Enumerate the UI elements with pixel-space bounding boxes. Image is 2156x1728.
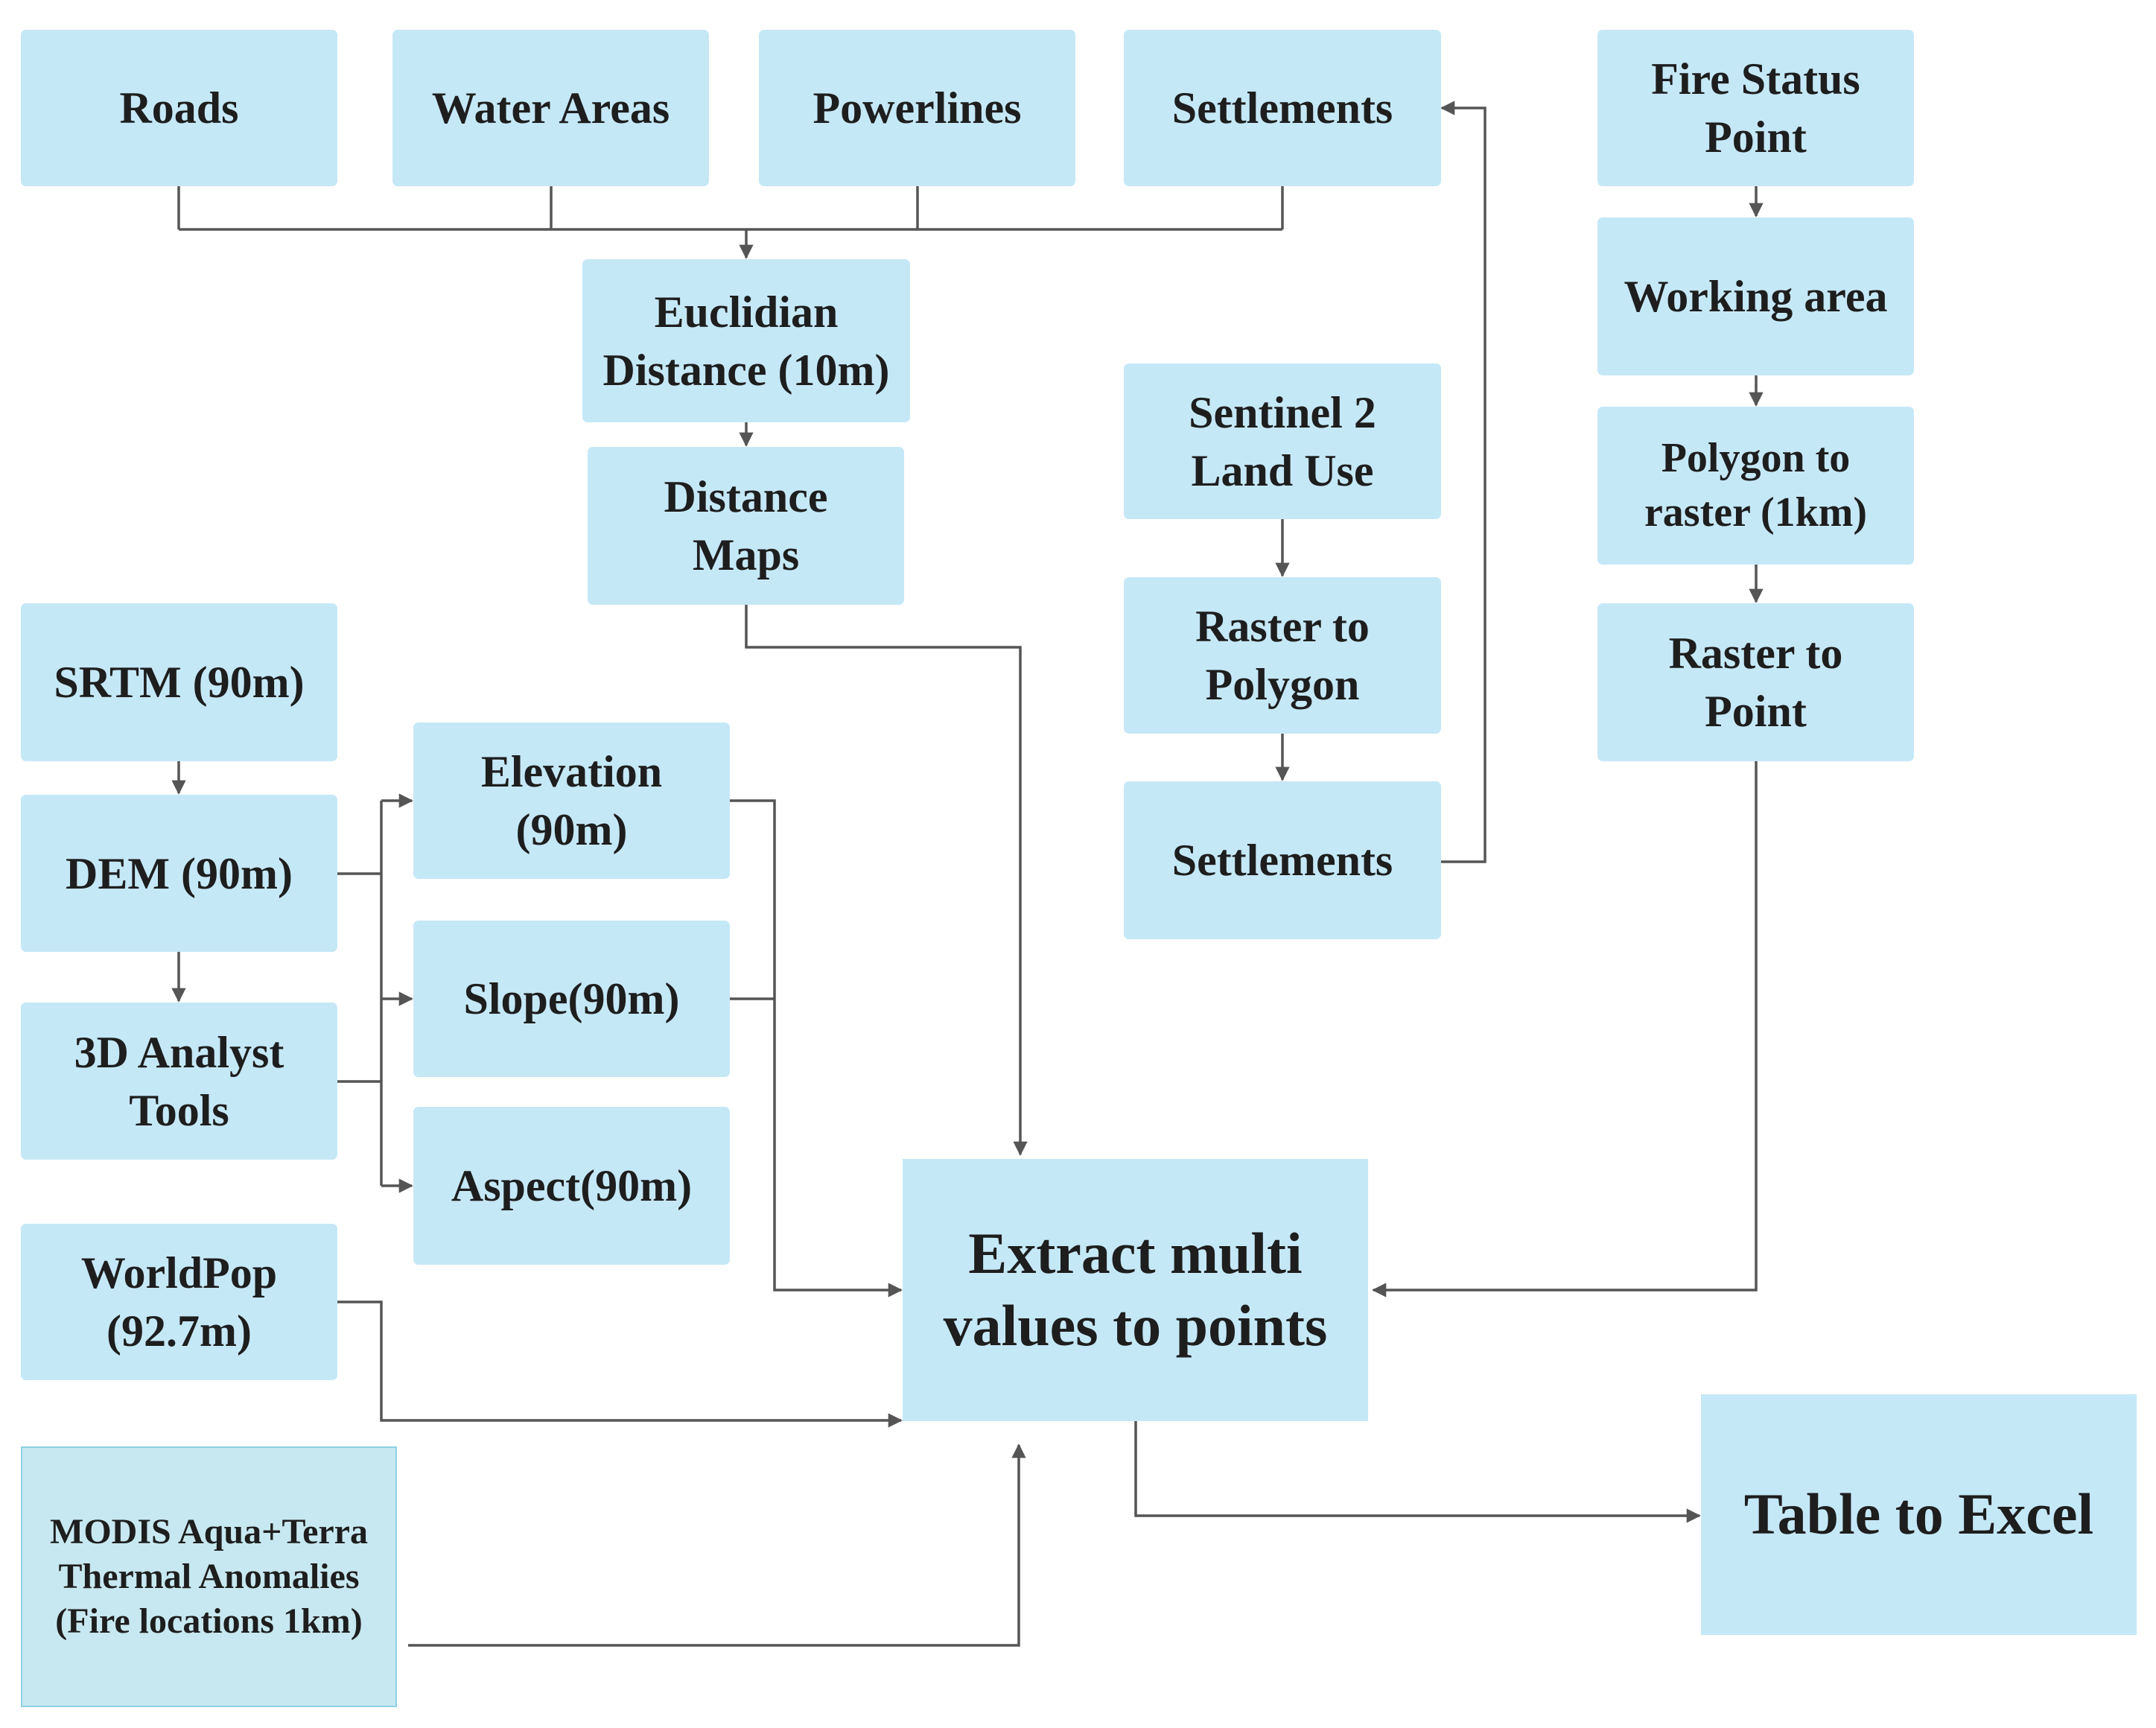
node-sentinel-land-use: Sentinel 2 Land Use <box>1124 363 1441 519</box>
node-modis-line: (Fire locations 1km) <box>55 1601 363 1641</box>
node-distance-maps-line: Maps <box>692 530 800 579</box>
node-3d-analyst-tools-line: Tools <box>129 1085 229 1135</box>
connector-modis-to-extract <box>408 1443 1026 1647</box>
node-settlements-mid: Settlements <box>1124 781 1441 939</box>
node-srtm: SRTM (90m) <box>21 603 337 761</box>
node-slope: Slope(90m) <box>413 921 730 1077</box>
node-fire-status-point-line: Fire Status <box>1651 54 1860 104</box>
node-euclidian-distance-line: Euclidian <box>654 287 839 337</box>
node-raster-to-polygon-line: Polygon <box>1205 660 1360 709</box>
node-sentinel-land-use-line: Land Use <box>1191 445 1374 495</box>
node-roads: Roads <box>21 30 337 186</box>
node-working-area: Working area <box>1597 217 1914 375</box>
node-elevation: Elevation (90m) <box>413 722 730 879</box>
node-settlements-top: Settlements <box>1124 30 1441 186</box>
node-raster-to-polygon: Raster to Polygon <box>1124 577 1441 734</box>
node-raster-to-point-line: Point <box>1705 687 1807 736</box>
node-3d-analyst-tools-line: 3D Analyst <box>74 1027 284 1077</box>
node-polygon-to-raster: Polygon to raster (1km) <box>1597 407 1914 565</box>
connector-settlements-loop <box>1440 101 1486 863</box>
node-water-areas: Water Areas <box>392 30 709 186</box>
node-dem: DEM (90m) <box>21 795 337 952</box>
connector-worldpop-to-extract <box>337 1300 903 1428</box>
node-fire-status-point-line: Point <box>1705 112 1807 162</box>
node-extract-multi-values: Extract multi values to points <box>903 1159 1368 1421</box>
node-raster-to-point-line: Raster to <box>1668 629 1843 678</box>
node-table-to-excel: Table to Excel <box>1701 1394 2137 1635</box>
node-aspect: Aspect(90m) <box>413 1107 730 1265</box>
node-polygon-to-raster-line: Polygon to <box>1661 435 1851 482</box>
node-sentinel-land-use-line: Sentinel 2 <box>1189 387 1376 437</box>
node-distance-maps-line: Distance <box>664 472 828 521</box>
node-worldpop-line: WorldPop <box>80 1248 278 1297</box>
node-powerlines: Powerlines <box>759 30 1075 186</box>
node-raster-to-polygon-line: Raster to <box>1195 602 1370 651</box>
node-worldpop-line: (92.7m) <box>106 1306 252 1356</box>
connector-distance-maps-to-extract <box>745 605 1028 1156</box>
node-elevation-line: (90m) <box>515 805 628 854</box>
connector-elevation-out <box>730 799 903 1297</box>
node-euclidian-distance-line: Distance (10m) <box>602 345 890 395</box>
node-extract-multi-values-line: values to points <box>943 1293 1328 1358</box>
node-extract-multi-values-line: Extract multi <box>968 1221 1303 1286</box>
node-modis-line: Thermal Anomalies <box>58 1557 360 1596</box>
node-polygon-to-raster-line: raster (1km) <box>1644 489 1868 536</box>
connector-raster-point-to-extract <box>1372 761 1758 1297</box>
node-raster-to-point: Raster to Point <box>1597 603 1914 761</box>
node-elevation-line: Elevation <box>480 747 663 796</box>
node-modis-line: MODIS Aqua+Terra <box>50 1512 368 1551</box>
node-worldpop: WorldPop (92.7m) <box>21 1224 337 1380</box>
connector-extract-to-excel <box>1134 1421 1701 1523</box>
